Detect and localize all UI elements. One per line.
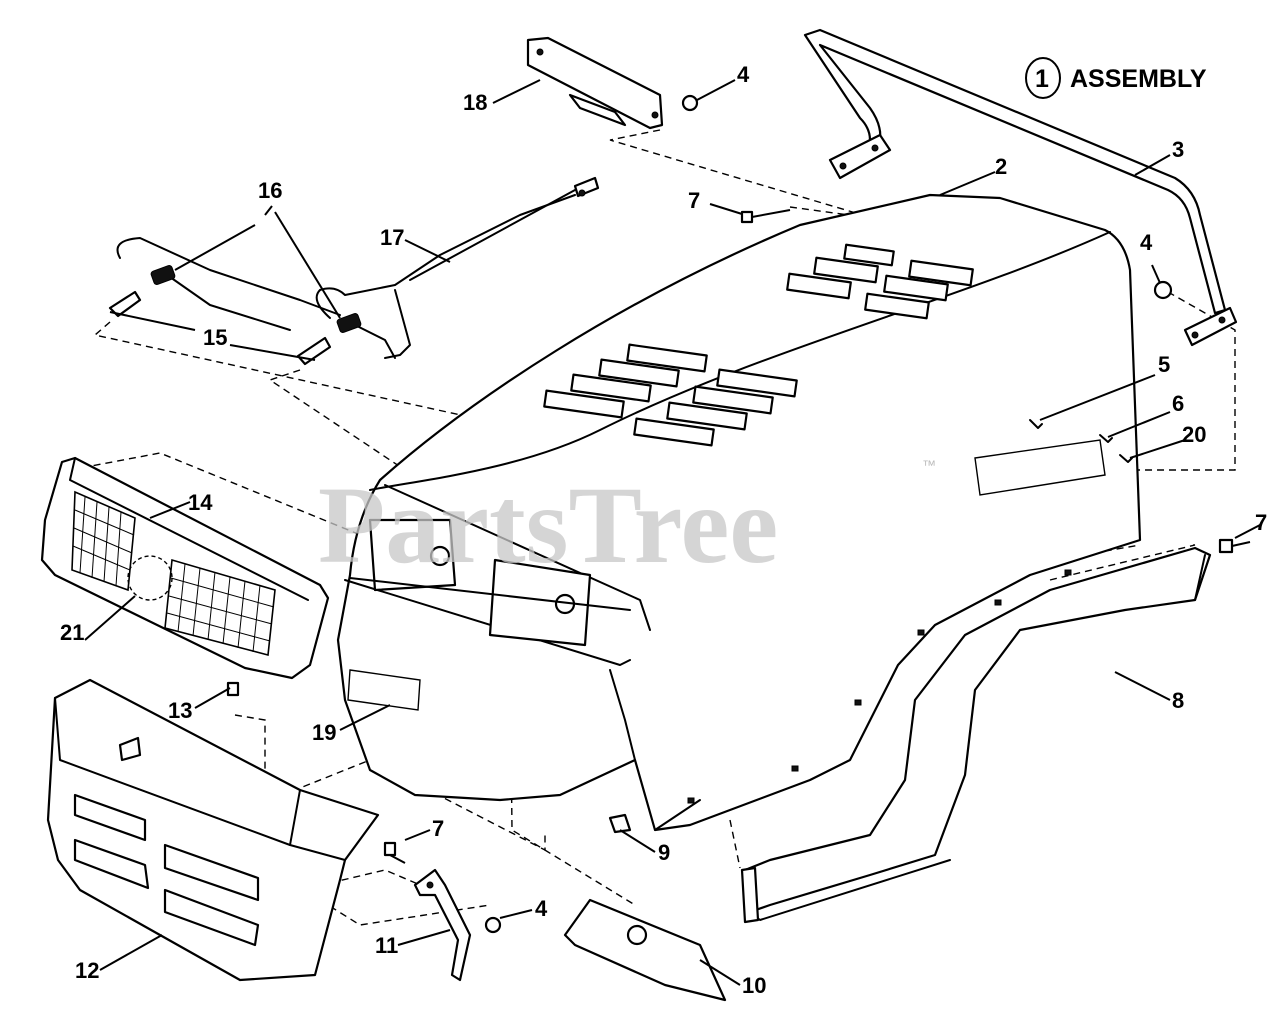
callout-9: 9 bbox=[658, 840, 670, 865]
callout-10: 10 bbox=[742, 973, 766, 998]
watermark: PartsTree ™ bbox=[318, 457, 936, 586]
assembly-title: 1 ASSEMBLY bbox=[1025, 57, 1207, 99]
callout-8: 8 bbox=[1172, 688, 1184, 713]
callout-numbers: 18 4 3 2 7 16 17 15 4 5 6 20 14 7 21 8 1… bbox=[60, 62, 1267, 998]
callout-16: 16 bbox=[258, 178, 282, 203]
callout-13: 13 bbox=[168, 698, 192, 723]
bracket[interactable] bbox=[526, 36, 664, 130]
callout-11: 11 bbox=[375, 933, 398, 958]
assembly-number: 1 bbox=[1035, 65, 1049, 93]
callout-4-right: 4 bbox=[1140, 230, 1153, 255]
callout-7-bottom: 7 bbox=[432, 816, 444, 841]
callout-21: 21 bbox=[60, 620, 84, 645]
callout-12: 12 bbox=[75, 958, 99, 983]
callout-5: 5 bbox=[1158, 352, 1170, 377]
grille-mesh-lines bbox=[72, 496, 275, 653]
headlight-harness[interactable] bbox=[108, 176, 600, 366]
callout-19: 19 bbox=[312, 720, 336, 745]
callout-15: 15 bbox=[203, 325, 227, 350]
callout-17: 17 bbox=[380, 225, 404, 250]
assembly-label: ASSEMBLY bbox=[1070, 65, 1207, 93]
callout-4-top: 4 bbox=[737, 62, 750, 87]
hood-vents bbox=[543, 243, 974, 447]
watermark-text: PartsTree bbox=[318, 464, 778, 586]
callout-7-top: 7 bbox=[688, 188, 700, 213]
callout-3: 3 bbox=[1172, 137, 1184, 162]
hardware bbox=[226, 94, 1251, 934]
callout-14: 14 bbox=[188, 490, 213, 515]
lower-shield[interactable] bbox=[563, 898, 727, 1002]
callout-2: 2 bbox=[995, 154, 1007, 179]
watermark-trademark: ™ bbox=[922, 457, 936, 473]
callout-20: 20 bbox=[1182, 422, 1206, 447]
clips bbox=[1029, 419, 1133, 463]
side-panel[interactable] bbox=[740, 546, 1212, 924]
callout-leaders bbox=[84, 79, 1261, 986]
grille[interactable] bbox=[40, 456, 330, 680]
bumper-bracket[interactable] bbox=[413, 868, 472, 982]
callout-6: 6 bbox=[1172, 391, 1184, 416]
front-bumper[interactable] bbox=[46, 678, 380, 982]
callout-7-right: 7 bbox=[1255, 510, 1267, 535]
hood[interactable] bbox=[336, 193, 1142, 832]
callout-4-bottom: 4 bbox=[535, 896, 548, 921]
callout-18: 18 bbox=[463, 90, 487, 115]
